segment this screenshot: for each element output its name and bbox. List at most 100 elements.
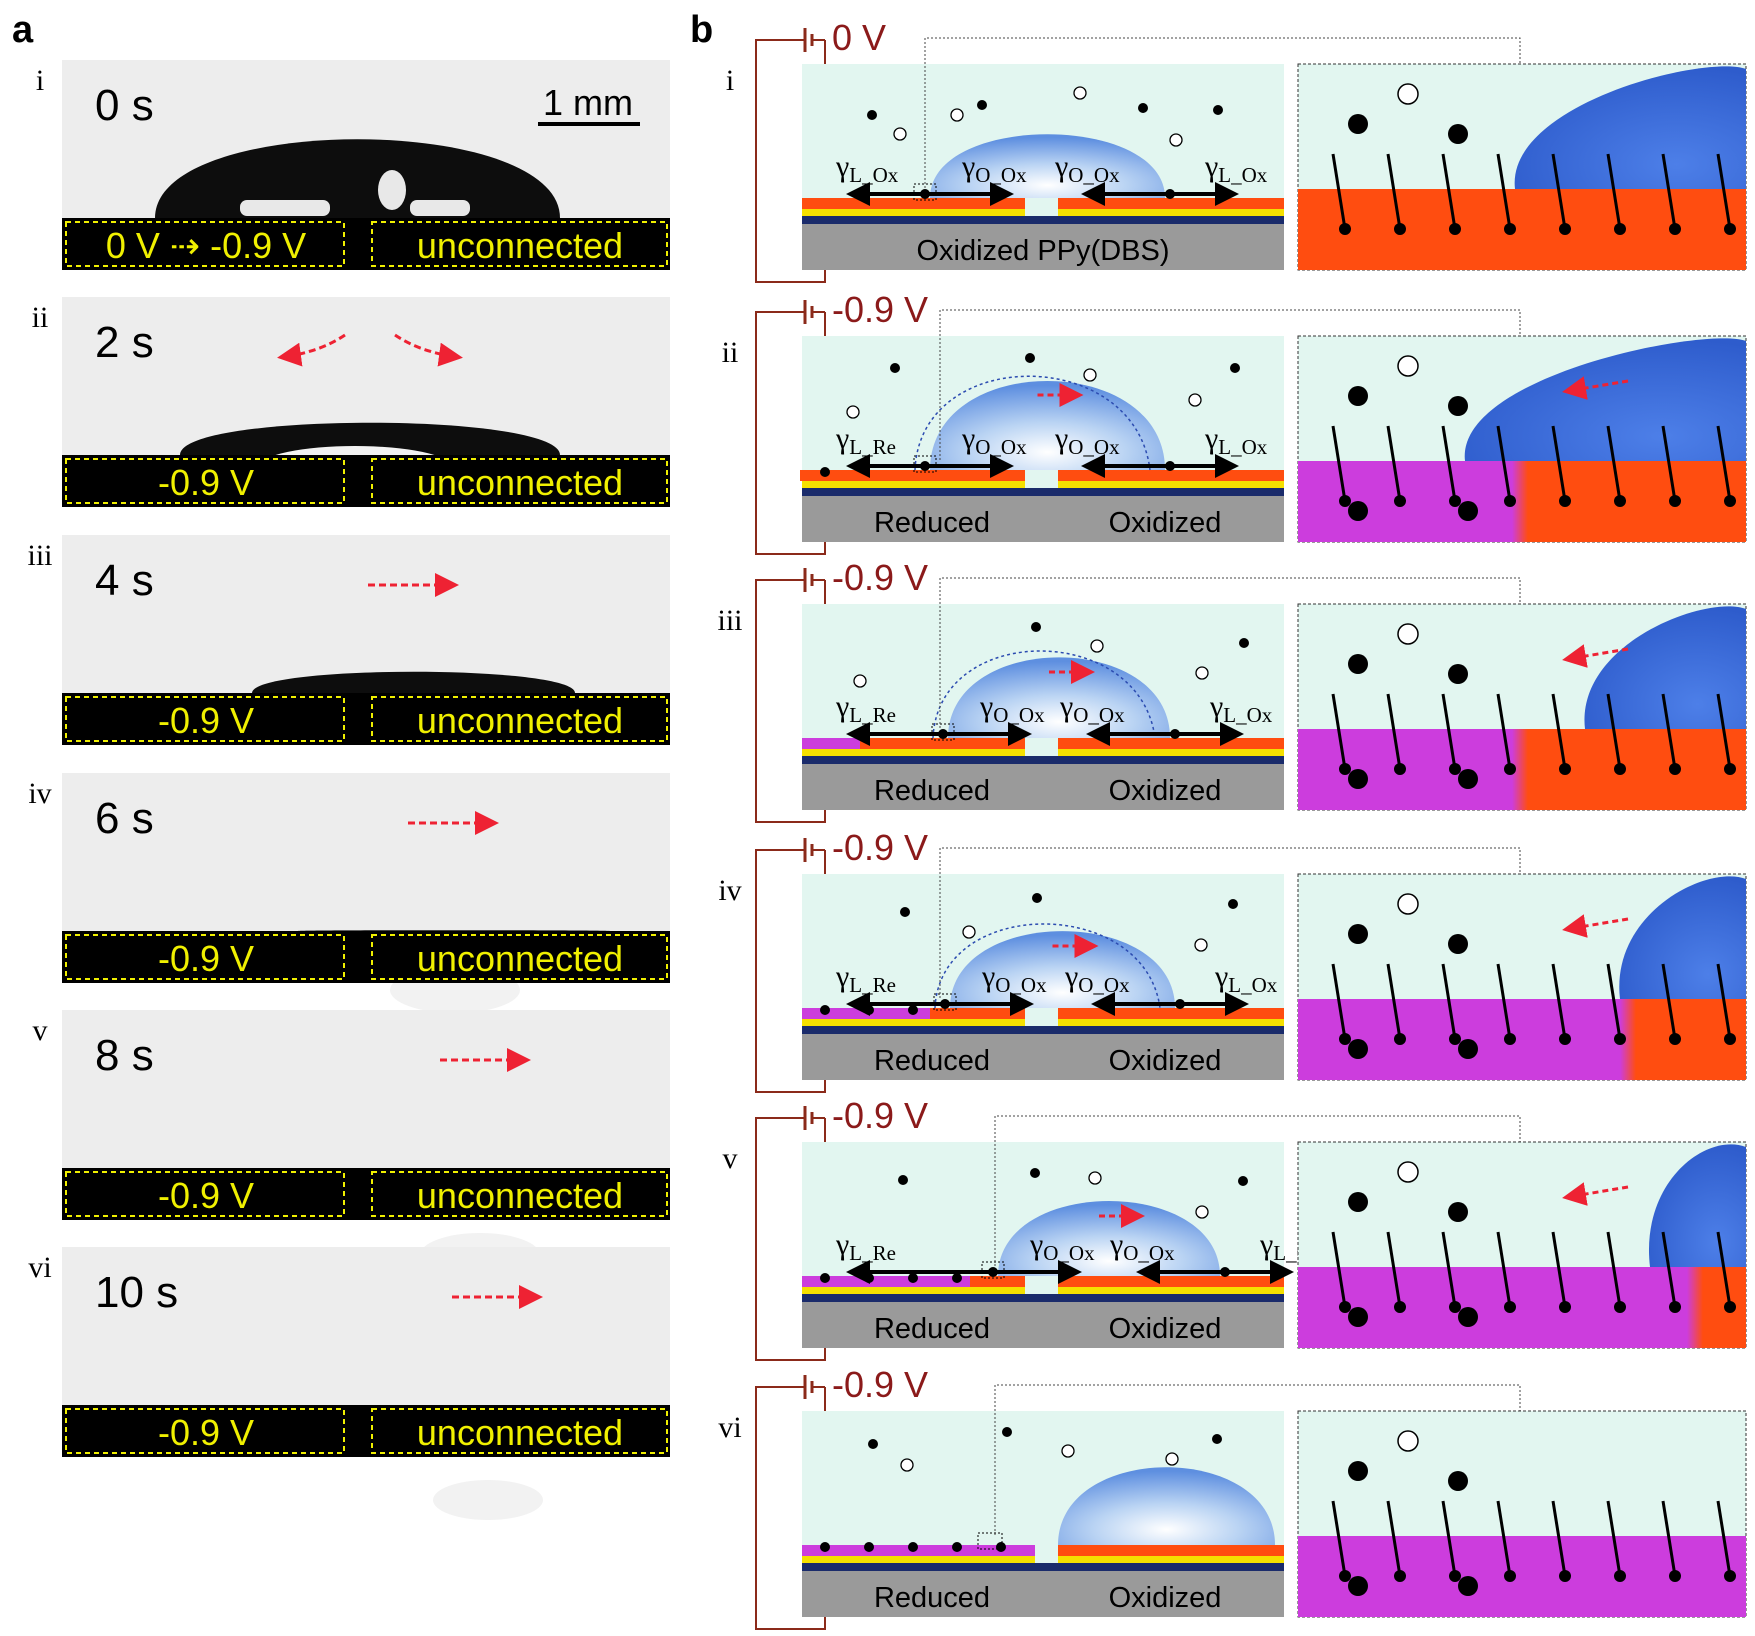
gamma-right-label: γL_Ox: [1209, 690, 1273, 727]
gamma-subscript: O_Ox: [1123, 1241, 1175, 1265]
embedded-ion: [864, 1542, 874, 1552]
electrode-strip: [62, 1168, 670, 1220]
gamma-oil-left-label: γO_Ox: [961, 150, 1027, 187]
droplet-highlight: [240, 200, 330, 216]
embedded-ion: [864, 1005, 874, 1015]
redox-boundary: [1512, 729, 1528, 810]
dbs-tail: [1386, 963, 1402, 1040]
electrode-gap: [1035, 1545, 1058, 1563]
released-ion-zoom: [1458, 1039, 1478, 1059]
dbs-head: [1394, 1570, 1406, 1582]
dbs-head: [1669, 1570, 1681, 1582]
gamma-symbol: γ: [1214, 960, 1228, 993]
cation: [853, 674, 867, 688]
dbs-head: [1614, 223, 1626, 235]
unconnected-label: unconnected: [417, 1175, 623, 1216]
oxidized-label: Oxidized: [1109, 507, 1222, 539]
dopant-ion-zoom: [1448, 1471, 1468, 1491]
cation: [846, 405, 860, 419]
dopant-ion-zoom: [1448, 396, 1468, 416]
dopant-ion: [1032, 893, 1042, 903]
frame-roman-label: i: [36, 64, 44, 97]
dbs-tail: [1606, 1500, 1622, 1577]
gamma-symbol: γ: [835, 960, 849, 993]
zoom-region-box: [981, 1261, 1005, 1279]
gamma-oil-left-label: γO_Ox: [981, 960, 1047, 997]
panel-a-label: a: [12, 9, 34, 51]
dbs-tail: [1606, 1231, 1622, 1308]
dbs-head: [1449, 495, 1461, 507]
dbs-tail: [1606, 425, 1622, 502]
contact-point: [1165, 461, 1175, 471]
cation: [950, 108, 964, 122]
frame-roman-label: vi: [28, 1251, 51, 1284]
gamma-subscript: O_Ox: [1068, 163, 1120, 187]
dbs-head: [1394, 1033, 1406, 1045]
applied-voltage-label: -0.9 V: [832, 1095, 928, 1136]
gamma-subscript: O_Ox: [1073, 703, 1125, 727]
right-electrode-outline: [371, 1408, 668, 1454]
dbs-head: [1669, 1033, 1681, 1045]
dbs-head: [1614, 1033, 1626, 1045]
released-ion-zoom: [1458, 501, 1478, 521]
dbs-head: [1614, 763, 1626, 775]
gamma-symbol: γ: [1054, 150, 1068, 183]
oxidized-label: Oxidized: [1109, 1313, 1222, 1345]
dbs-head: [1669, 1301, 1681, 1313]
zoom-connector: [994, 1115, 1521, 1266]
gamma-subscript: L_Ox: [1218, 435, 1267, 459]
oxidized-ppy-left: [930, 1008, 1025, 1019]
released-ion-zoom: [1348, 769, 1368, 789]
dbs-head: [1614, 1570, 1626, 1582]
dbs-tail: [1716, 1231, 1732, 1308]
dbs-tail: [1661, 1500, 1677, 1577]
dbs-tail: [1661, 153, 1677, 230]
zoom-region-box: [913, 455, 937, 473]
cation-zoom: [1397, 1430, 1419, 1452]
unconnected-label: unconnected: [417, 1412, 623, 1453]
contact-point: [920, 189, 930, 199]
left-electrode-voltage-label: -0.9 V: [158, 1175, 254, 1216]
dbs-tail: [1441, 1500, 1457, 1577]
left-electrode-voltage-label: 0 V ⇢ -0.9 V: [106, 225, 306, 266]
dbs-head: [1339, 1301, 1351, 1313]
dopant-ion-zoom: [1348, 924, 1368, 944]
dbs-head: [1559, 1301, 1571, 1313]
left-electrode-voltage-label: -0.9 V: [158, 938, 254, 979]
dbs-head: [1614, 495, 1626, 507]
dbs-head: [1669, 495, 1681, 507]
dbs-head: [1504, 1570, 1516, 1582]
oxidized-ppy-right: [1058, 1545, 1284, 1556]
dbs-head: [1339, 1033, 1351, 1045]
substrate: [802, 1302, 1284, 1348]
gamma-symbol: γ: [835, 150, 849, 183]
gold-layer-base: [802, 1026, 1284, 1034]
dopant-ion-zoom: [1348, 1192, 1368, 1212]
dbs-tail: [1386, 153, 1402, 230]
gamma-oil-right-label: γO_Ox: [1109, 1228, 1175, 1265]
dbs-tail: [1331, 425, 1347, 502]
cation-zoom: [1397, 1161, 1419, 1183]
gamma-oil-right-label: γO_Ox: [1064, 960, 1130, 997]
dbs-tail: [1386, 1231, 1402, 1308]
previous-droplet-outline: [932, 650, 1156, 739]
dbs-tail: [1386, 425, 1402, 502]
released-ion-zoom: [1348, 501, 1368, 521]
dopant-ion: [1031, 622, 1041, 632]
substrate: [802, 224, 1284, 270]
dbs-tail: [1331, 1500, 1347, 1577]
embedded-ion: [996, 1542, 1006, 1552]
row-roman-label: ii: [722, 336, 739, 369]
left-electrode-outline: [65, 696, 345, 742]
previous-droplet-outline: [914, 375, 1151, 471]
gamma-subscript: L_Re: [849, 1241, 896, 1265]
dbs-tail: [1496, 963, 1512, 1040]
cation: [1195, 1205, 1209, 1219]
gamma-subscript: L_Re: [849, 435, 896, 459]
zoom-region-box: [977, 1532, 1003, 1550]
